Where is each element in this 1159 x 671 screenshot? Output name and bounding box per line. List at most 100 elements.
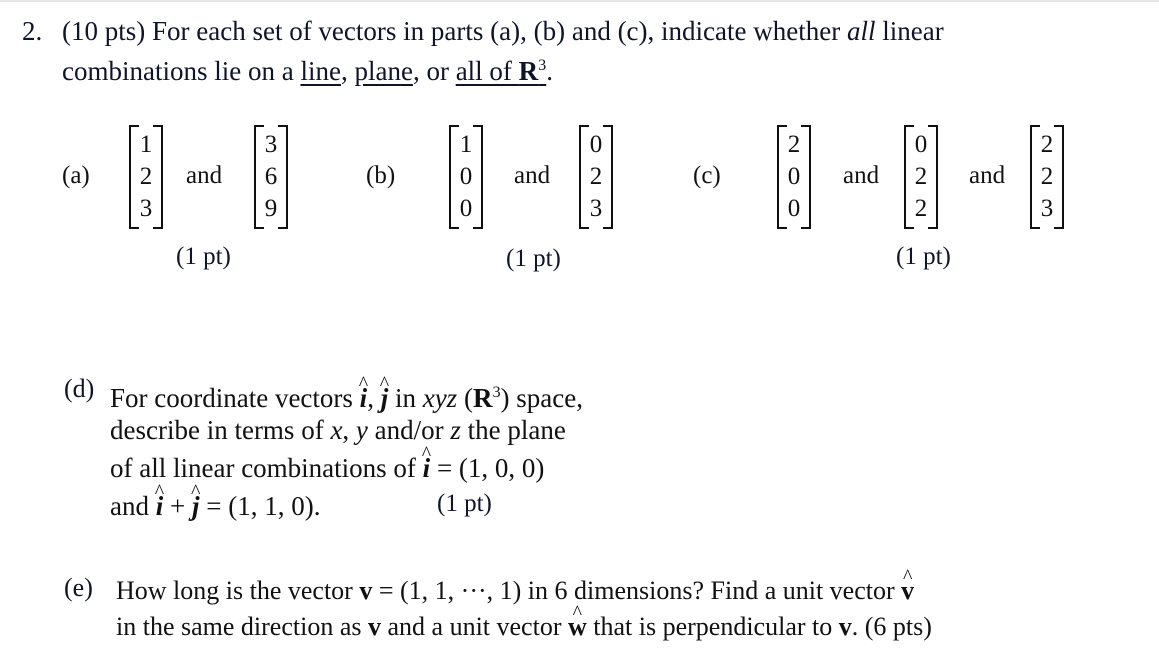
part-e-points: (6 pts) xyxy=(864,612,932,641)
sep: , or xyxy=(412,56,456,86)
xyz-symbol: xyz xyxy=(422,383,458,413)
vector-entry: 2 xyxy=(914,163,928,190)
vector-entry: 0 xyxy=(459,195,473,222)
part-c-vector-2: 0 2 2 xyxy=(904,125,938,229)
text: in xyxy=(388,383,423,413)
text: and xyxy=(110,491,156,521)
text: and a unit vector xyxy=(380,612,568,641)
vector-entry: 2 xyxy=(589,163,603,190)
question-text-1: (10 pts) For each set of vectors in part… xyxy=(62,16,847,46)
part-e-line-2: in the same direction as v and a unit ve… xyxy=(116,609,932,645)
period: . xyxy=(546,56,554,86)
z-symbol: z xyxy=(450,415,461,445)
text: . xyxy=(851,612,865,641)
text: + xyxy=(163,491,192,521)
part-e-line-1: How long is the vector v = (1, 1, ···, 1… xyxy=(116,573,914,609)
vector-entry: 3 xyxy=(589,195,603,222)
text: = (1, 1, ···, 1) in 6 dimensions? Find a… xyxy=(372,576,902,605)
vector-entry: 3 xyxy=(1040,195,1054,222)
vector-entry: 2 xyxy=(1040,131,1054,158)
part-a-points: (1 pt) xyxy=(176,243,231,270)
vector-entry: 0 xyxy=(589,131,603,158)
text: describe in terms of xyxy=(110,415,331,445)
j-hat-symbol: j xyxy=(381,379,389,417)
w-hat-symbol: w xyxy=(568,609,587,645)
text: For coordinate vectors xyxy=(110,383,360,413)
text: , xyxy=(367,383,381,413)
vector-entry: 2 xyxy=(1040,163,1054,190)
part-c-vector-1: 2 0 0 xyxy=(777,125,811,229)
part-d-line-2: describe in terms of x, y and/or z the p… xyxy=(110,411,566,449)
v-vector-symbol: v xyxy=(838,612,852,641)
vector-entry: 0 xyxy=(787,195,801,222)
text: How long is the vector xyxy=(116,576,360,605)
i-hat-symbol: i xyxy=(360,379,368,417)
vector-entry: 0 xyxy=(787,163,801,190)
i-hat-symbol: i xyxy=(423,449,431,487)
part-d-line-3: of all linear combinations of i = (1, 0,… xyxy=(110,449,544,487)
part-d-line-1: For coordinate vectors i, j in xyz (R3) … xyxy=(110,373,583,417)
part-c-points: (1 pt) xyxy=(896,243,951,270)
vector-entry: 3 xyxy=(139,195,153,222)
part-c-vector-3: 2 2 3 xyxy=(1030,125,1064,229)
v-hat-symbol: v xyxy=(901,573,914,609)
option-line: line xyxy=(300,56,341,86)
r-symbol: R xyxy=(518,56,539,86)
option-all-r3: all of R3 xyxy=(456,56,547,86)
y-symbol: y xyxy=(355,415,368,445)
text: ( xyxy=(457,383,473,413)
vector-entry: 1 xyxy=(139,131,153,158)
v-vector-symbol: v xyxy=(359,576,373,605)
vector-entry: 2 xyxy=(914,195,928,222)
conjunction-and: and xyxy=(186,162,223,189)
i-hat-symbol: i xyxy=(156,487,164,525)
text: ) space, xyxy=(500,383,583,413)
part-a-vector-2: 3 6 9 xyxy=(254,125,288,229)
part-a-vector-1: 1 2 3 xyxy=(129,125,163,229)
part-d-label: (d) xyxy=(64,374,95,403)
question-number: 2. xyxy=(22,16,43,46)
question-line-2: combinations lie on a line, plane, or al… xyxy=(62,48,553,88)
part-d-line-4: and i + j = (1, 1, 0). xyxy=(110,487,320,525)
text: that is perpendicular to xyxy=(586,612,839,641)
part-b-points: (1 pt) xyxy=(506,245,561,272)
part-a-label: (a) xyxy=(62,162,90,189)
vector-entry: 0 xyxy=(914,131,928,158)
vector-entry: 0 xyxy=(459,163,473,190)
r-symbol: R xyxy=(472,383,493,413)
part-c-label: (c) xyxy=(693,162,721,189)
vector-entry: 2 xyxy=(139,163,153,190)
part-b-label: (b) xyxy=(366,162,396,189)
vector-entry: 1 xyxy=(459,131,473,158)
emphasis-all: all xyxy=(846,16,876,46)
text: and/or xyxy=(367,415,451,445)
exponent: 3 xyxy=(492,383,501,401)
text: in the same direction as xyxy=(116,612,368,641)
option-all-text: all of xyxy=(455,56,519,86)
vector-entry: 6 xyxy=(264,163,278,190)
page-top-border xyxy=(0,0,1159,2)
text: = (1, 0, 0) xyxy=(430,453,545,483)
part-b-vector-2: 0 2 3 xyxy=(579,125,613,229)
question-header: 2. (10 pts) For each set of vectors in pa… xyxy=(22,14,944,48)
text: = (1, 1, 0). xyxy=(199,491,321,521)
option-plane: plane xyxy=(354,56,413,86)
text: , xyxy=(342,415,356,445)
text: the plane xyxy=(460,415,566,445)
exponent: 3 xyxy=(538,56,547,74)
sep: , xyxy=(340,56,355,86)
j-hat-symbol: j xyxy=(192,487,200,525)
part-b-vector-1: 1 0 0 xyxy=(449,125,483,229)
question-text-1-end: linear xyxy=(875,16,944,46)
vector-entry: 9 xyxy=(264,195,278,222)
x-symbol: x xyxy=(330,415,343,445)
conjunction-and: and xyxy=(514,162,551,189)
vector-entry: 2 xyxy=(787,131,801,158)
part-d-points: (1 pt) xyxy=(437,490,492,517)
conjunction-and: and xyxy=(969,162,1006,189)
conjunction-and: and xyxy=(843,162,880,189)
question-text-2: combinations lie on a xyxy=(62,56,301,86)
vector-entry: 3 xyxy=(264,131,278,158)
v-vector-symbol: v xyxy=(367,612,381,641)
part-e-label: (e) xyxy=(64,573,93,602)
